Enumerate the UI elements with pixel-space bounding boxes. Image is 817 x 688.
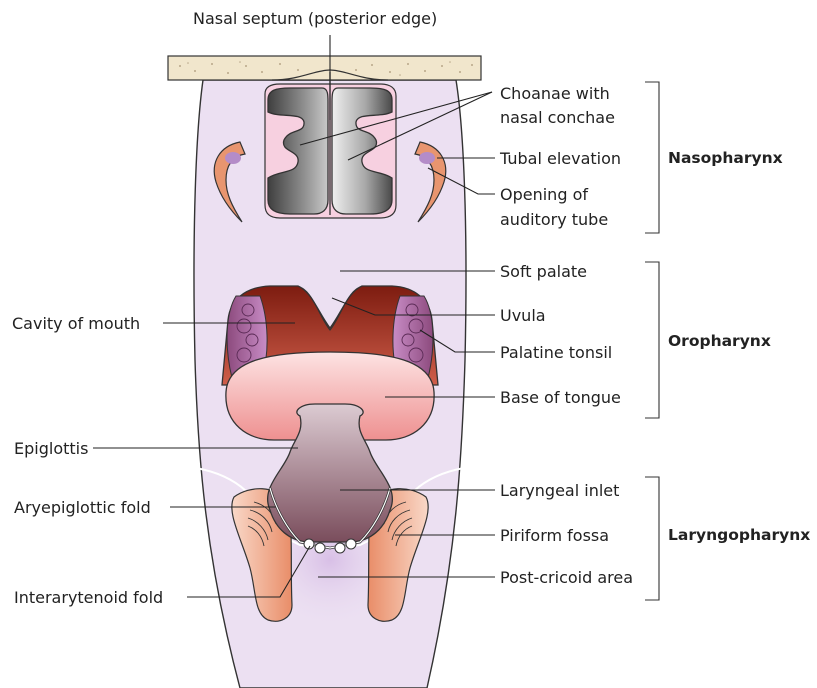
- label-uvula: Uvula: [500, 306, 546, 325]
- region-nasopharynx: Nasopharynx: [668, 149, 783, 168]
- label-tubal-elevation: Tubal elevation: [500, 149, 621, 168]
- oropharynx-bracket: [645, 262, 659, 418]
- left-tube-opening: [225, 152, 241, 164]
- right-tube-opening: [419, 152, 435, 164]
- label-choanae-line1: Choanae with: [500, 84, 610, 103]
- laryngopharynx-bracket: [645, 477, 659, 600]
- label-opening-line2: auditory tube: [500, 210, 608, 229]
- label-interarytenoid-fold: Interarytenoid fold: [14, 588, 163, 607]
- label-cavity-of-mouth: Cavity of mouth: [12, 314, 140, 333]
- nasopharynx-bracket: [645, 82, 659, 233]
- label-piriform-fossa: Piriform fossa: [500, 526, 609, 545]
- label-opening-line1: Opening of: [500, 185, 588, 204]
- region-oropharynx: Oropharynx: [668, 332, 771, 351]
- label-base-of-tongue: Base of tongue: [500, 388, 621, 407]
- label-nasal-septum: Nasal septum (posterior edge): [193, 9, 437, 28]
- label-soft-palate: Soft palate: [500, 262, 587, 281]
- region-laryngopharynx: Laryngopharynx: [668, 526, 810, 545]
- label-epiglottis: Epiglottis: [14, 439, 88, 458]
- label-post-cricoid-area: Post-cricoid area: [500, 568, 633, 587]
- label-aryepiglottic-fold: Aryepiglottic fold: [14, 498, 151, 517]
- label-laryngeal-inlet: Laryngeal inlet: [500, 481, 619, 500]
- label-choanae-line2: nasal conchae: [500, 108, 615, 127]
- label-palatine-tonsil: Palatine tonsil: [500, 343, 612, 362]
